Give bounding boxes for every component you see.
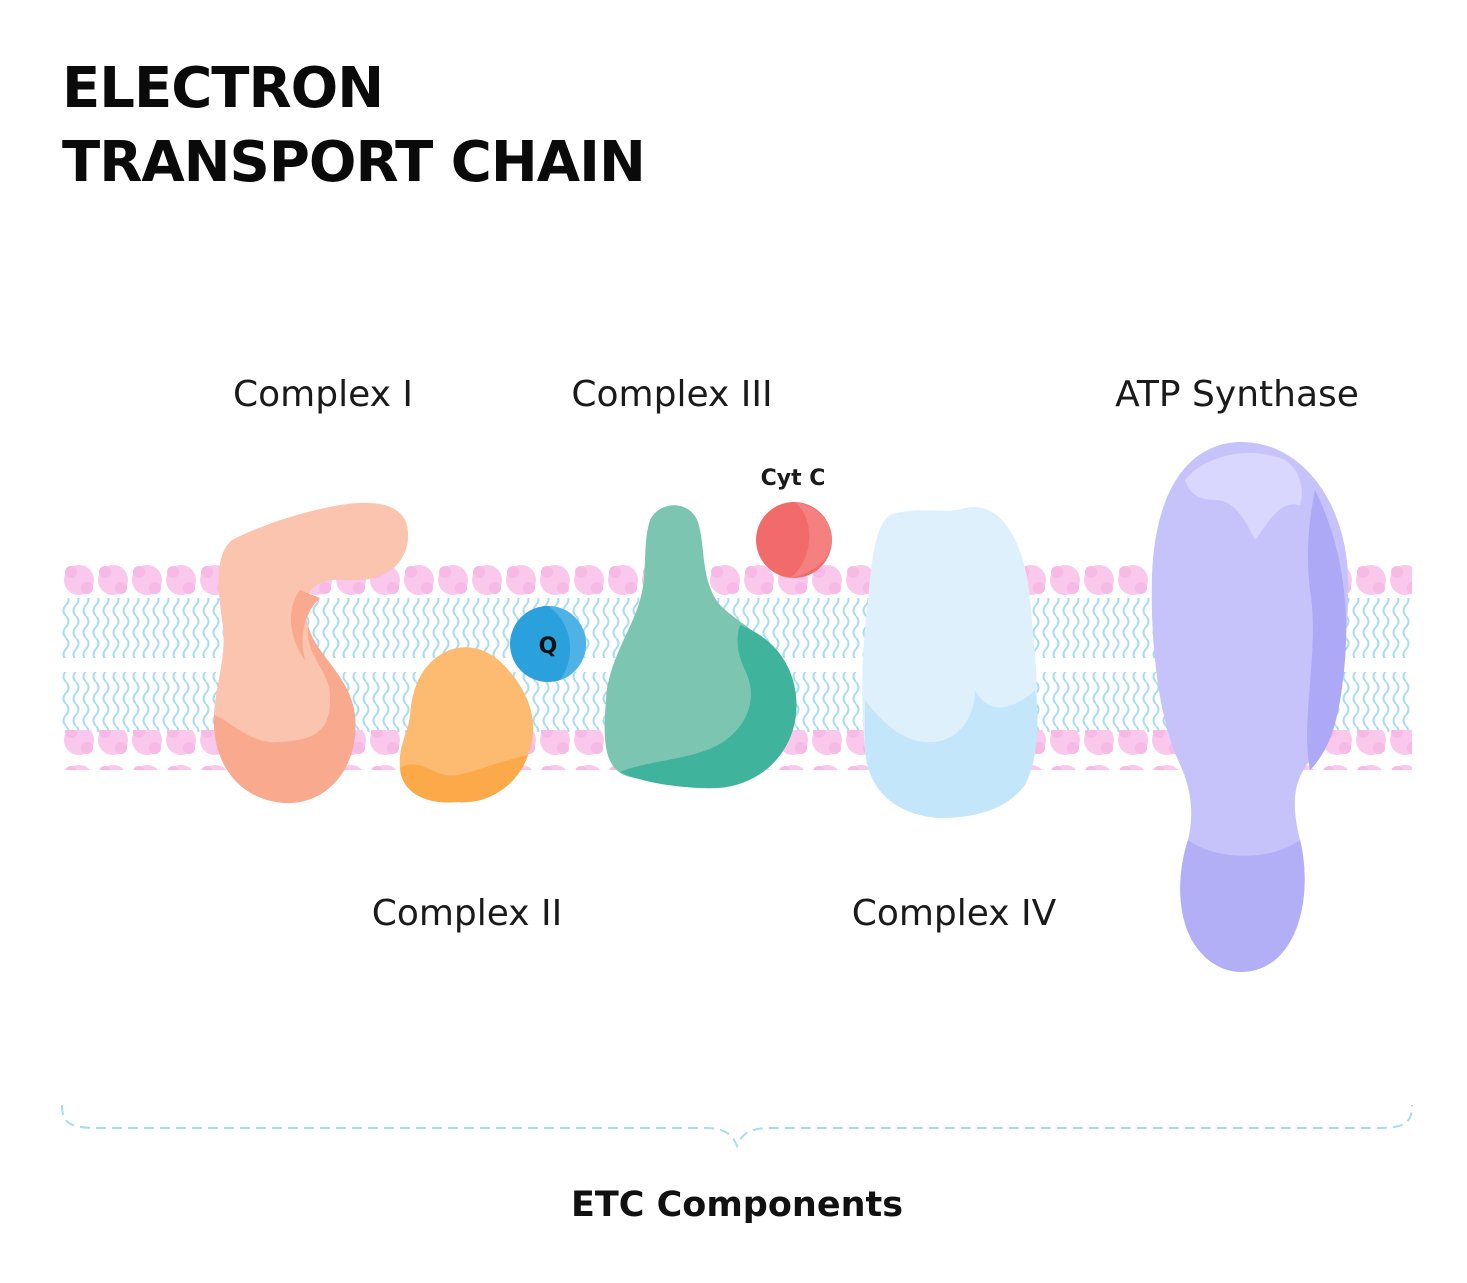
complex-2-shape [399, 647, 534, 803]
complex-1-label: Complex I [233, 374, 413, 415]
complex-3-label: Complex III [571, 374, 773, 415]
atp-synthase-shape [1151, 441, 1349, 972]
complex-4-label: Complex IV [851, 893, 1057, 934]
cyt-c-molecule [756, 502, 832, 578]
title-line-2: TRANSPORT CHAIN [62, 130, 646, 195]
complex-2-label: Complex II [371, 893, 563, 934]
complex-4-shape [862, 506, 1038, 818]
cyt-c-label: Cyt C [760, 466, 826, 491]
etc-components-brace [61, 1104, 1413, 1149]
q-ubiquinone: Q [510, 606, 586, 682]
etc-components-label: ETC Components [570, 1185, 904, 1225]
complex-3-shape [604, 505, 797, 789]
complex-1-shape [213, 502, 409, 804]
q-label: Q [539, 634, 558, 659]
page-title: ELECTRON TRANSPORT CHAIN [62, 52, 646, 200]
title-line-1: ELECTRON [62, 56, 384, 121]
atp-synthase-label: ATP Synthase [1115, 374, 1359, 415]
